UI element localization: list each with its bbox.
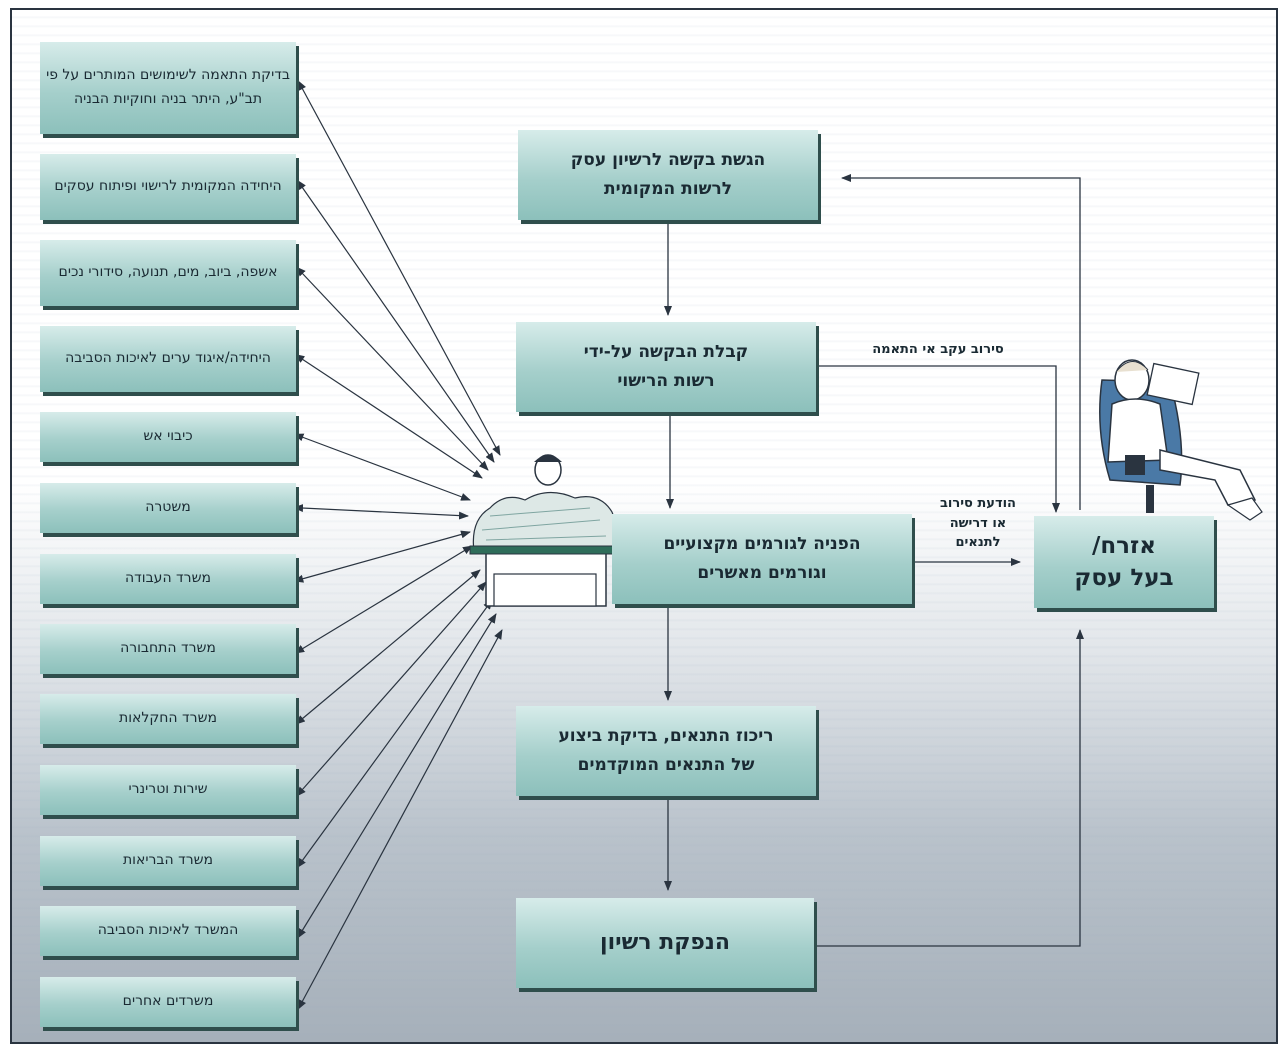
authority-box-health-ministry: משרד הבריאות (40, 836, 296, 886)
authority-box-transport-ministry: משרד התחבורה (40, 624, 296, 674)
applicant-figure (1099, 359, 1263, 530)
spoke-arrow (297, 80, 501, 456)
step-referral-to-authorities: הפניה לגורמים מקצועיים וגורמים מאשרים (612, 514, 912, 604)
authority-box-zoning: בדיקת התאמה לשימושים המותרים על פי תב"ע,… (40, 42, 296, 134)
spoke-arrow (294, 354, 483, 479)
spoke-arrow (293, 504, 469, 520)
spoke-arrow (297, 613, 497, 939)
step-submit-application: הגשת בקשה לרשיון עסק לרשות המקומית (518, 130, 818, 220)
authority-box-police: משטרה (40, 483, 296, 533)
spoke-arrow (293, 433, 471, 501)
applicant-box: אזרח/ בעל עסק (1034, 516, 1214, 608)
authority-box-fire-department: כיבוי אש (40, 412, 296, 462)
spoke-arrow (293, 530, 471, 583)
spoke-arrow (295, 266, 489, 471)
authority-box-other-ministries: משרדים אחרים (40, 977, 296, 1027)
authority-box-labor-ministry: משרד העבודה (40, 554, 296, 604)
label-refusal-notice: הודעת סירוב או דרישה לתנאים (940, 496, 1016, 550)
label-refusal-mismatch: סירוב עקב אי התאמה (872, 342, 1004, 357)
spoke-arrow (296, 581, 487, 797)
spoke-arrow (297, 629, 503, 1010)
step-consolidate-conditions: ריכוז התנאים, בדיקת ביצוע של התנאים המוק… (516, 706, 816, 796)
authority-box-veterinary-service: שירות וטרינרי (40, 765, 296, 815)
arrow-applicant-submit (841, 174, 1081, 510)
spoke-arrow (295, 569, 481, 725)
arrow-refusal-mismatch (818, 365, 1060, 513)
spoke-arrow (296, 179, 495, 463)
arrow-issue-applicant (814, 629, 1084, 947)
authority-box-environment-unit: היחידה/איגוד ערים לאיכות הסביבה (40, 326, 296, 392)
step-issue-license: הנפקת רשיון (516, 898, 814, 988)
authority-box-environment-ministry: המשרד לאיכות הסביבה (40, 906, 296, 956)
authority-box-business-licensing-unit: היחידה המקומית לרישוי ופיתוח עסקים (40, 154, 296, 220)
authority-box-agriculture-ministry: משרד החקלאות (40, 694, 296, 744)
step-receive-application: קבלת הבקשה על-ידי רשות הרישוי (516, 322, 816, 412)
clerk-figure (469, 454, 621, 607)
authority-box-municipal-services: אשפה, ביוב, מים, תנועה, סידורי נכים (40, 240, 296, 306)
